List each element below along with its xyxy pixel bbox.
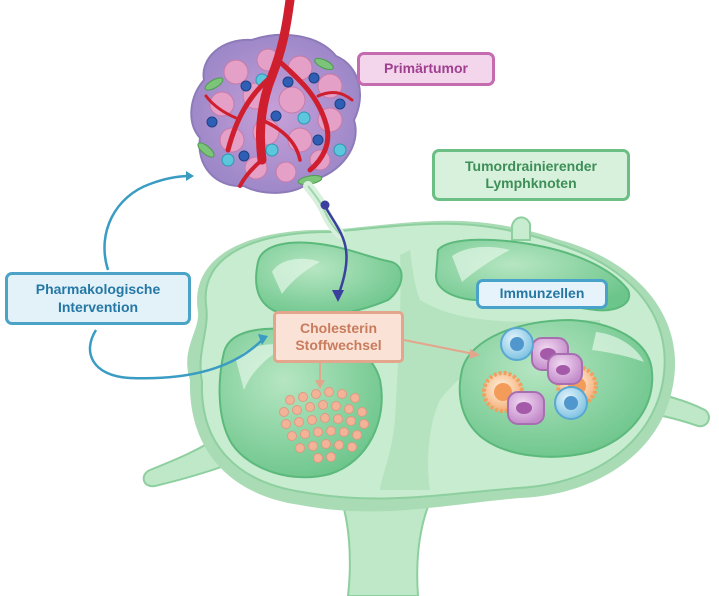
primary-tumor-text: Primärtumor bbox=[383, 60, 469, 77]
blood-vessel-icon bbox=[204, 0, 354, 188]
lymph-node-text-line1: Tumordrainierender bbox=[465, 157, 597, 174]
arrow-pharma-to-cholesterol bbox=[88, 329, 263, 380]
pharma-text-line1: Pharmakologische bbox=[35, 281, 161, 297]
arrow-tumor-to-node bbox=[324, 207, 348, 297]
lipid-droplet-icon bbox=[279, 387, 369, 463]
pharma-text-line2: Intervention bbox=[57, 298, 139, 315]
immune-cells-label: Immunzellen bbox=[476, 279, 608, 309]
arrow-pharma-to-tumor bbox=[103, 174, 191, 271]
pharma-intervention-label: Pharmakologische Intervention bbox=[5, 272, 191, 325]
lymph-node-label: Tumordrainierender Lymphknoten bbox=[432, 149, 630, 201]
primary-tumor-label: Primärtumor bbox=[357, 52, 495, 86]
immune-cells-text: Immunzellen bbox=[499, 285, 585, 302]
efferent-vessel bbox=[336, 489, 437, 596]
medullary-cord bbox=[380, 250, 600, 490]
lymph-node bbox=[142, 216, 710, 596]
arrow-cholesterol-to-immune bbox=[403, 339, 475, 355]
lymph-node-text-line2: Lymphknoten bbox=[485, 175, 577, 191]
cholesterol-text-line2: Stoffwechsel bbox=[295, 337, 382, 353]
cholesterol-text-line1: Cholesterin bbox=[299, 319, 377, 336]
immune-cell-icon bbox=[482, 327, 598, 425]
cholesterol-metabolism-label: Cholesterin Stoffwechsel bbox=[273, 311, 404, 363]
migrating-tumor-cell bbox=[320, 200, 330, 210]
